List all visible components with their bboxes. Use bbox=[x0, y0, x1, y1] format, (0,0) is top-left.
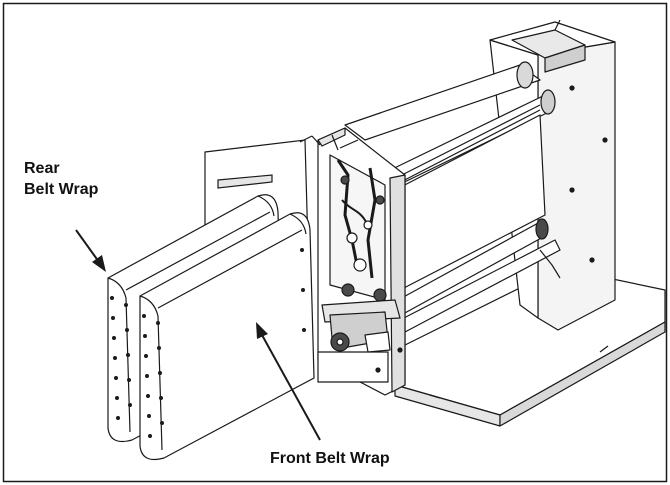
rear-belt-wrap-label: Rear Belt Wrap bbox=[24, 158, 98, 200]
machine-frame bbox=[317, 19, 666, 427]
front-belt-wrap bbox=[139, 212, 315, 461]
rear-label-line2: Belt Wrap bbox=[24, 181, 99, 198]
front-callout-arrow bbox=[256, 322, 321, 441]
rear-label-line1: Rear bbox=[24, 160, 60, 177]
rear-callout-arrow bbox=[75, 229, 106, 272]
front-belt-wrap-label: Front Belt Wrap bbox=[270, 450, 390, 467]
